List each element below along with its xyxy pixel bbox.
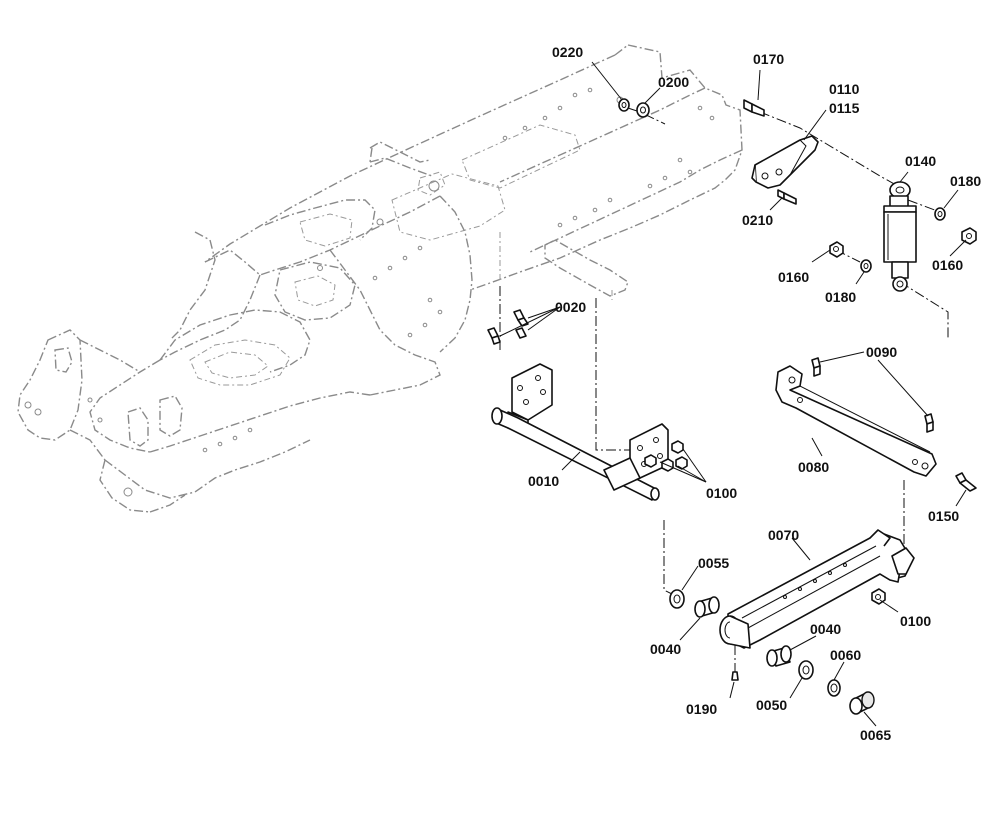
- callout-0210: 0210: [742, 212, 773, 228]
- callout-0040-right: 0040: [810, 621, 841, 637]
- ghost-frame: [17, 44, 743, 513]
- callout-0140: 0140: [905, 153, 936, 169]
- part-0010-axle-bracket: [491, 363, 669, 501]
- part-0150-bolt: [955, 472, 977, 492]
- callout-0060: 0060: [830, 647, 861, 663]
- callout-0040-left: 0040: [650, 641, 681, 657]
- callout-0110: 0110: [829, 81, 860, 97]
- part-0170-bolt: [743, 99, 765, 117]
- part-0180-washer-upper: [934, 207, 946, 221]
- part-0100-nut-lower: [871, 588, 886, 605]
- part-0055-washer: [669, 589, 685, 609]
- part-0190-fitting: [731, 671, 739, 681]
- leader-lines: [499, 61, 967, 727]
- part-0200-washer: [636, 102, 650, 118]
- part-0040-bushing-right: [766, 645, 792, 667]
- part-0180-washer-lower: [860, 259, 872, 273]
- callout-0200: 0200: [658, 74, 689, 90]
- callout-0070: 0070: [768, 527, 799, 543]
- part-0065-cap: [849, 691, 875, 715]
- callout-0090: 0090: [866, 344, 897, 360]
- part-0050-washer: [798, 660, 814, 680]
- assembly-lines: [499, 107, 949, 672]
- callout-0020: 0020: [555, 299, 586, 315]
- callout-0160-left: 0160: [778, 269, 809, 285]
- frame-holes: [24, 87, 715, 497]
- part-0210-bolt: [777, 189, 797, 205]
- callout-0190: 0190: [686, 701, 717, 717]
- part-0110-bracket: [751, 135, 819, 189]
- part-0080-link: [775, 365, 937, 477]
- callout-0170: 0170: [753, 51, 784, 67]
- callout-0150: 0150: [928, 508, 959, 524]
- part-0040-bushing-left: [694, 596, 720, 618]
- part-0060-ring: [827, 679, 841, 697]
- callout-0065: 0065: [860, 727, 891, 743]
- part-0090-bolts: [811, 357, 934, 433]
- callout-0160-right: 0160: [932, 257, 963, 273]
- callout-0100-upper: 0100: [706, 485, 737, 501]
- part-0140-shock: [883, 181, 917, 292]
- part-0100-nuts: [644, 440, 688, 472]
- part-0070-swing-arm: [719, 529, 915, 649]
- part-0220-bolt: [618, 98, 630, 112]
- callout-0115: 0115: [829, 100, 860, 116]
- callout-0080: 0080: [798, 459, 829, 475]
- callout-0010: 0010: [528, 473, 559, 489]
- swing-arm-holes: [783, 563, 847, 599]
- callout-0050: 0050: [756, 697, 787, 713]
- callout-0055: 0055: [698, 555, 729, 571]
- part-0020-bolts: [487, 309, 529, 345]
- part-0160-nut-left: [829, 241, 844, 258]
- callout-0180-lower: 0180: [825, 289, 856, 305]
- callout-labels: 0220 0200 0170 0110 0115 0140 0180 0210 …: [528, 44, 981, 743]
- callout-0180-upper: 0180: [950, 173, 981, 189]
- callout-0100-lower: 0100: [900, 613, 931, 629]
- callout-0220: 0220: [552, 44, 583, 60]
